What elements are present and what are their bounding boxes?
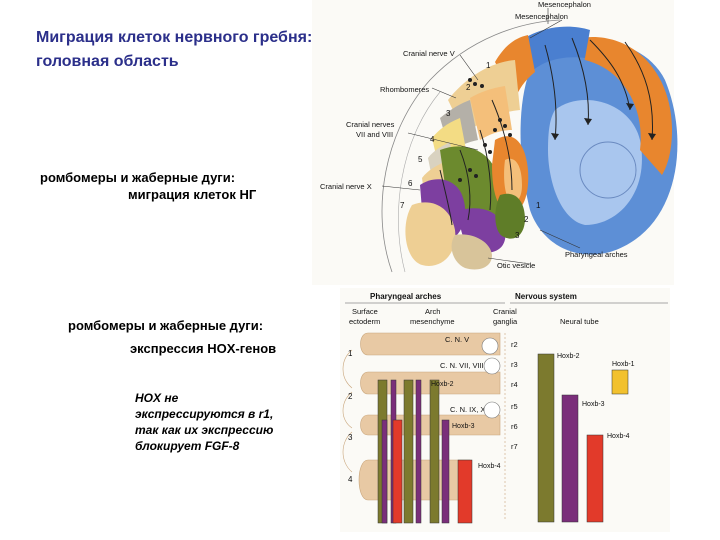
migration-arrowheads bbox=[551, 103, 656, 140]
forebrain-orange-rim bbox=[580, 36, 672, 176]
header-pharyngeal-arches: Pharyngeal arches bbox=[370, 292, 442, 301]
expression-subtitle-line1: ромбомеры и жаберные дуги: bbox=[68, 318, 264, 333]
rhombomere-label-r2: r2 bbox=[511, 340, 518, 349]
gene-label-hoxb2-arch: Hoxb-2 bbox=[431, 381, 454, 388]
arch-number-4: 4 bbox=[348, 475, 353, 484]
rhombomere-number-1: 1 bbox=[486, 61, 491, 70]
label-cranial-nerves-vii-viii-line1: Cranial nerves bbox=[346, 120, 395, 129]
ganglia-circles bbox=[481, 337, 501, 419]
rhombomere-number-4: 4 bbox=[430, 135, 435, 144]
page-title-line1: Миграция клеток нервного гребня: bbox=[36, 29, 313, 46]
migration-arrows bbox=[439, 37, 653, 226]
gene-label-hoxb3-arch: Hoxb-3 bbox=[452, 423, 475, 430]
embryo-outer-contour bbox=[381, 19, 561, 273]
arch2-green bbox=[495, 193, 525, 239]
hox-note: HOX не экспрессируются в r1, так как их … bbox=[135, 390, 325, 454]
hox-note-line4: блокирует FGF-8 bbox=[135, 439, 240, 453]
header-ganglia-l1: Cranial bbox=[493, 307, 517, 316]
label-cranial-nerve-x: Cranial nerve X bbox=[320, 182, 372, 191]
header-surface-l2: ectoderm bbox=[349, 317, 380, 326]
arch-number-1: 1 bbox=[348, 349, 353, 358]
otic-vesicle-region bbox=[451, 234, 492, 270]
arch-number-3: 3 bbox=[348, 433, 353, 442]
label-pharyngeal-arches: Pharyngeal arches bbox=[565, 250, 628, 259]
gene-label-hoxb3: Hoxb-3 bbox=[582, 401, 605, 408]
hox-note-line2: экспрессируются в r1, bbox=[135, 407, 274, 421]
header-surface-l1: Surface bbox=[352, 307, 378, 316]
arch-numbers: 1 2 3 4 bbox=[348, 349, 353, 484]
rhombomere-numbers: 1 2 3 4 5 6 7 bbox=[400, 61, 491, 210]
label-mesencephalon: Mesencephalon bbox=[515, 12, 568, 21]
nerve-label-cn-vii-viii: C. N. VII, VIII bbox=[440, 361, 484, 370]
rhombomere-labels: r2 r3 r4 r5 r6 r7 bbox=[511, 340, 518, 451]
gene-label-hoxb2: Hoxb-2 bbox=[557, 353, 580, 360]
header-neural-tube: Neural tube bbox=[560, 317, 599, 326]
neural-tube-bars bbox=[537, 353, 629, 523]
rhombomere-number-7: 7 bbox=[400, 201, 405, 210]
embryo-arch-number-1: 1 bbox=[536, 201, 541, 210]
hoxb4-bar bbox=[586, 434, 604, 523]
page-title: Миграция клеток нервного гребня: головна… bbox=[36, 26, 366, 74]
label-cranial-nerves-vii-viii-line2: VII and VIII bbox=[356, 130, 393, 139]
hoxb2-bar bbox=[537, 353, 555, 523]
rhombomere-label-r7: r7 bbox=[511, 442, 518, 451]
rhombomere-label-r6: r6 bbox=[511, 422, 518, 431]
embryo-inner-contour bbox=[398, 91, 441, 273]
lower-tan-region bbox=[405, 202, 456, 266]
forebrain-light-blue bbox=[548, 100, 642, 225]
gene-label-hoxb1: Hoxb-1 bbox=[612, 361, 635, 368]
label-cranial-nerve-v: Cranial nerve V bbox=[403, 49, 455, 58]
rhombomere-number-5: 5 bbox=[418, 155, 423, 164]
rhombomere-number-6: 6 bbox=[408, 179, 413, 188]
surface-ectoderm-bars bbox=[377, 379, 422, 524]
rhombomere-label-r3: r3 bbox=[511, 360, 518, 369]
arch-mesenchyme-bars bbox=[429, 379, 473, 524]
arch-number-2: 2 bbox=[348, 392, 353, 401]
nerve-label-cn-v: C. N. V bbox=[445, 335, 469, 344]
header-nervous-system: Nervous system bbox=[515, 292, 577, 301]
migration-subtitle-line2: миграция клеток НГ bbox=[128, 187, 257, 202]
label-otic-vesicle: Otic vesicle bbox=[497, 261, 535, 270]
rhombomere-number-2: 2 bbox=[466, 83, 471, 92]
rhombomere-number-3: 3 bbox=[446, 109, 451, 118]
embryo-arch-number-3: 3 bbox=[515, 231, 520, 240]
migration-subtitle-line1: ромбомеры и жаберные дуги: bbox=[40, 170, 236, 185]
rhombomere-label-r5: r5 bbox=[511, 402, 518, 411]
label-leader-lines bbox=[381, 8, 581, 265]
eye-outline bbox=[579, 141, 637, 199]
hoxb1-bar bbox=[611, 369, 629, 395]
embryo-arch-numbers: 1 2 3 bbox=[515, 201, 541, 240]
header-arch-l1: Arch bbox=[425, 307, 440, 316]
gene-label-hoxb4: Hoxb-4 bbox=[607, 433, 630, 440]
embryo-arch-number-2: 2 bbox=[524, 215, 529, 224]
hox-note-line3: так как их экспрессию bbox=[135, 423, 274, 437]
hox-note-line1: HOX не bbox=[135, 391, 179, 405]
migration-subtitle: ромбомеры и жаберные дуги: миграция клет… bbox=[40, 170, 290, 202]
arch-rounded-ends bbox=[342, 349, 353, 473]
expression-subtitle-line2: экспрессия HOX-генов bbox=[130, 341, 277, 356]
arch1-light-orange bbox=[504, 158, 522, 202]
hoxb3-bar bbox=[561, 394, 579, 523]
expression-subtitle: ромбомеры и жаберные дуги: экспрессия HO… bbox=[68, 318, 318, 356]
nerve-label-cn-ix-x: C. N. IX, X bbox=[450, 405, 485, 414]
header-ganglia-l2: ganglia bbox=[493, 317, 518, 326]
rhombomere-label-r4: r4 bbox=[511, 380, 518, 389]
header-arch-l2: mesenchyme bbox=[410, 317, 455, 326]
label-mesencephalon-top: Mesencephalon bbox=[538, 0, 591, 9]
page-title-line2: головная область bbox=[36, 53, 179, 70]
label-rhombomeres: Rhombomeres bbox=[380, 85, 429, 94]
gene-label-hoxb4-arch: Hoxb-4 bbox=[478, 463, 501, 470]
